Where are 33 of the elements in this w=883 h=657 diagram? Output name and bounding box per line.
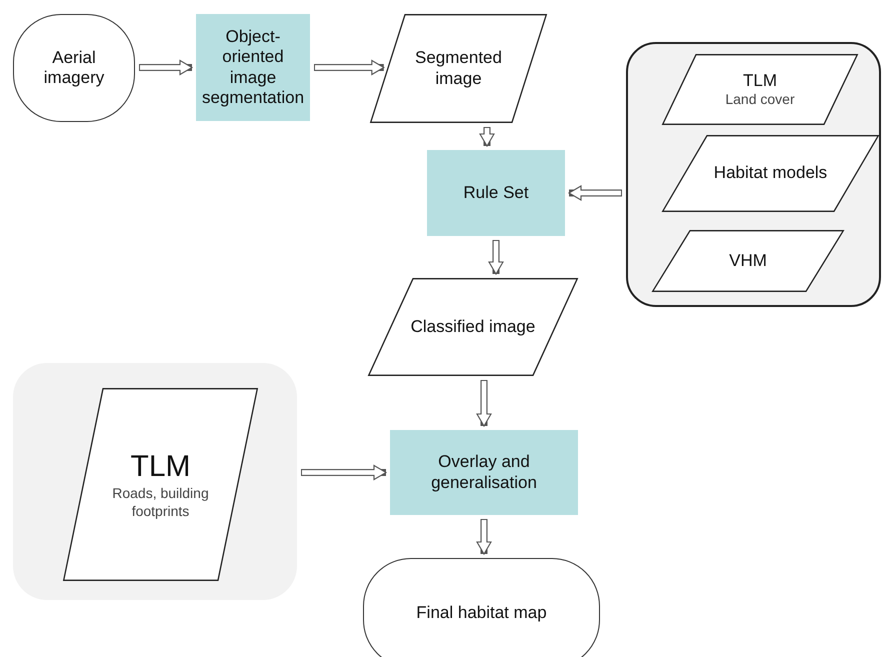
process-box [427,150,565,236]
node-subtitle: Roads, building footprints [111,485,210,520]
node-title: Rule Set [462,182,530,204]
node-title: Segmented image [414,48,503,89]
hollow-arrow [479,127,495,147]
node-title: Classified image [410,316,536,338]
node-title: TLM [130,449,192,485]
data-parallelogram [368,278,578,376]
hollow-arrow [301,464,387,480]
node-title: Aerial imagery [42,48,106,88]
process-box [390,430,578,515]
hollow-arrow [476,380,492,427]
node-subtitle: Land cover [724,90,796,108]
node-title: Object-oriented image segmentation [200,26,306,108]
hollow-arrow [476,519,492,555]
data-parallelogram [652,230,844,292]
node-title: VHM [728,250,768,272]
hollow-arrow [488,240,504,275]
node-title: TLM [742,70,778,91]
data-parallelogram [63,388,258,581]
node-title: Habitat models [712,163,828,184]
hollow-arrow [139,60,193,76]
process-box [196,14,310,121]
hollow-arrow [314,60,384,76]
terminal-box [363,558,600,657]
data-parallelogram [662,135,879,212]
data-parallelogram [370,14,547,123]
hollow-arrow [568,185,622,201]
node-title: Overlay and generalisation [430,452,538,493]
node-title: Final habitat map [415,602,548,624]
data-parallelogram [662,54,858,125]
input-group-box [626,42,881,307]
input-group-panel [13,363,297,600]
